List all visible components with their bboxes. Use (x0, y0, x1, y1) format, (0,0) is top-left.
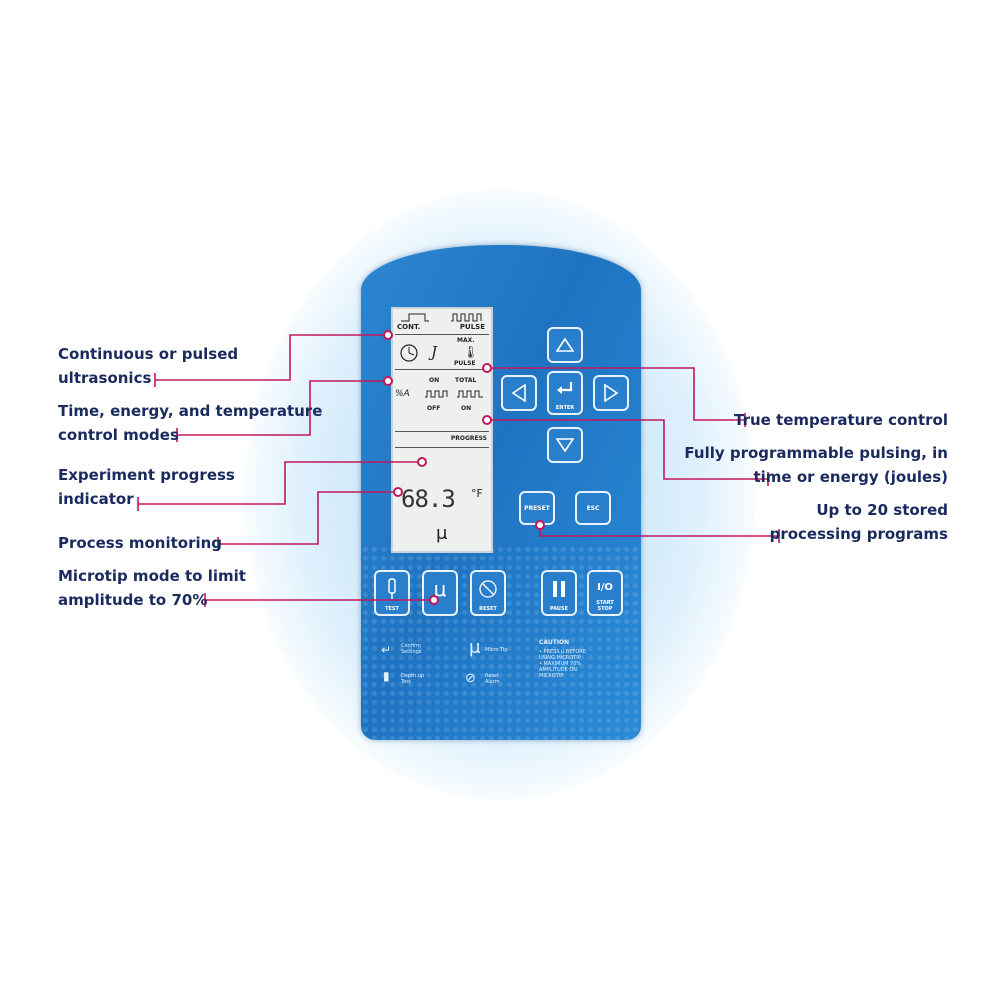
probe-icon (388, 578, 396, 599)
alarm-off-icon (479, 580, 497, 598)
preset-button[interactable]: PRESET (519, 491, 555, 525)
pause-button[interactable]: PAUSE (541, 570, 577, 616)
test-label: TEST (385, 606, 399, 612)
callout-modes: Time, energy, and temperature control mo… (58, 402, 323, 444)
leader-modes (177, 380, 388, 436)
percent-amplitude-label: %A (395, 389, 410, 399)
reset-alarm-legend: Reset Alarm (485, 673, 500, 685)
total-label: TOTAL (455, 377, 477, 384)
reset-label: RESET (479, 606, 497, 612)
leader-monitoring (218, 491, 398, 545)
callout-pulsing: Fully programmable pulsing, in time or e… (684, 444, 948, 486)
reset-button[interactable]: RESET (470, 570, 506, 616)
callout-continuous: Continuous or pulsed ultrasonics (58, 345, 239, 387)
enter-legend-icon: ↵ (381, 643, 392, 657)
divider (395, 447, 489, 448)
temperature-unit: °F (471, 487, 483, 500)
power-icon: I/O (597, 581, 613, 593)
right-arrow-button[interactable] (593, 375, 629, 411)
left-arrow-button[interactable] (501, 375, 537, 411)
leader-temperature (487, 367, 745, 421)
confirm-legend: Confirm Settings (401, 643, 422, 655)
divider (395, 369, 489, 370)
leader-continuous (155, 334, 388, 381)
pause-icon (553, 581, 565, 597)
divider (395, 431, 489, 432)
thermometer-icon: 🌡 (463, 345, 479, 359)
enter-label: ENTER (555, 405, 575, 411)
down-arrow-icon (556, 438, 574, 453)
pulse-waveforms (425, 390, 483, 398)
leader-pulsing (487, 419, 768, 480)
probe-legend-icon: ▮ (383, 669, 390, 683)
test-button[interactable]: TEST (374, 570, 410, 616)
microtip-indicator: μ (436, 523, 448, 544)
divider (395, 334, 489, 335)
total-on-label: ON (461, 405, 472, 412)
caution-title: CAUTION (539, 639, 570, 646)
callout-progress: Experiment progress indicator (58, 466, 235, 508)
callout-monitoring: Process monitoring (58, 534, 223, 552)
left-arrow-icon (511, 384, 526, 402)
start-stop-button[interactable]: I/O START STOP (587, 570, 623, 616)
microtip-legend-icon: μ (469, 637, 481, 658)
temperature-reading: 68.3 (401, 485, 456, 513)
lcd-display: CONT. PULSE J MAX. 🌡 PULSE %A ON OFF TOT… (391, 307, 493, 553)
depth-legend: Depth up Test (401, 673, 425, 685)
caution-text: • PRESS μ BEFORE USING MICROTIP • MAXIMU… (539, 649, 586, 679)
joule-label: J (431, 343, 438, 361)
progress-label: PROGRESS (450, 435, 487, 442)
enter-icon (557, 382, 573, 394)
pulse-label-2: PULSE (454, 360, 476, 367)
on-label: ON (429, 377, 440, 384)
reset-legend-icon: ⊘ (465, 671, 476, 686)
esc-button[interactable]: ESC (575, 491, 611, 525)
pulse-label: PULSE (459, 323, 485, 331)
callout-temperature: True temperature control (734, 411, 948, 429)
up-arrow-button[interactable] (547, 327, 583, 363)
pause-label: PAUSE (550, 606, 568, 612)
enter-button[interactable]: ENTER (547, 371, 583, 415)
leader-progress (138, 461, 422, 505)
callout-microtip: Microtip mode to limit amplitude to 70% (58, 567, 246, 609)
control-panel: CONT. PULSE J MAX. 🌡 PULSE %A ON OFF TOT… (361, 245, 641, 740)
waveform-icons (401, 313, 482, 322)
leader-programs (539, 525, 779, 537)
microtip-button[interactable]: μ (422, 570, 458, 616)
right-arrow-icon (604, 384, 619, 402)
leader-end-ticks (137, 373, 780, 607)
start-stop-label: START STOP (596, 600, 614, 612)
max-label: MAX. (457, 337, 475, 344)
cont-label: CONT. (397, 323, 421, 331)
up-arrow-icon (556, 337, 574, 352)
off-label: OFF (427, 405, 441, 412)
mu-icon: μ (433, 577, 447, 601)
callout-programs: Up to 20 stored processing programs (769, 501, 948, 543)
mode-labels: CONT. PULSE (397, 323, 487, 331)
down-arrow-button[interactable] (547, 427, 583, 463)
clock-icon (400, 344, 418, 362)
microtip-legend: Micro Tip (485, 647, 508, 653)
